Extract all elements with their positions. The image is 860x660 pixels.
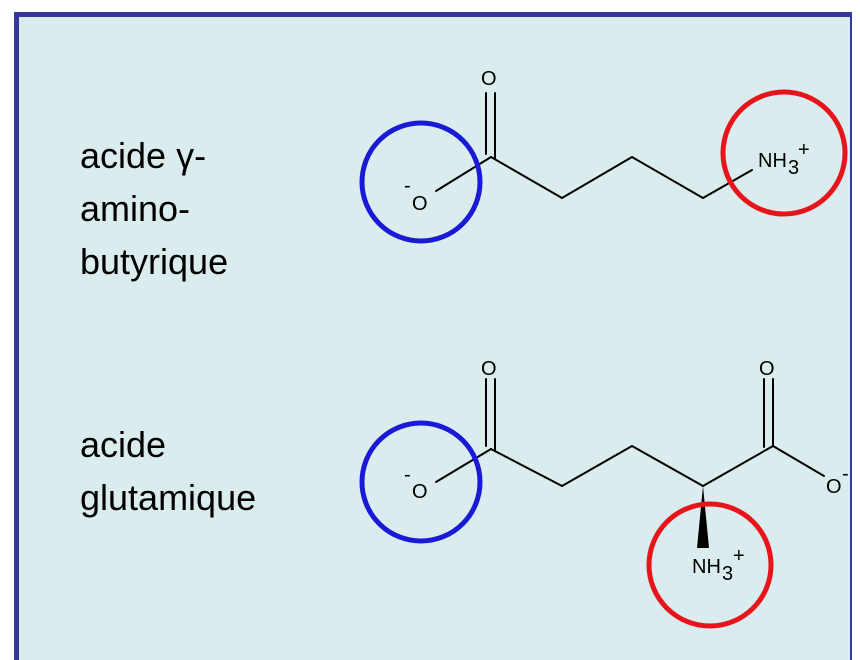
gaba-amine-highlight-circle <box>720 89 848 217</box>
glutamate-name-line-2: glutamique <box>80 477 257 518</box>
glutamate-bonds <box>435 378 825 487</box>
gaba-name-line-2: amino- <box>80 188 191 229</box>
glutamate-carboxylate-highlight-circle <box>359 420 483 544</box>
glutamate-carboxylate-right-oxygen: O <box>826 476 842 498</box>
glutamate-carbonyl-oxygen-right: O <box>759 358 775 380</box>
gaba-carboxylate-oxygen: O <box>412 193 428 215</box>
gaba-structure: O - O NH 3 + <box>359 68 848 244</box>
glutamate-name: acide glutamique <box>80 418 256 524</box>
gaba-carbonyl-oxygen: O <box>481 68 497 90</box>
glutamate-name-line-1: acide <box>80 424 167 465</box>
gaba-amine-nh: NH <box>758 150 787 172</box>
glutamate-amine-charge: + <box>733 545 745 567</box>
glutamate-amine-highlight-circle <box>646 501 774 629</box>
gaba-carboxylate-charge: - <box>404 175 411 197</box>
glutamate-carbonyl-oxygen-left: O <box>481 358 497 380</box>
gaba-amine-subscript: 3 <box>788 157 799 179</box>
gaba-name-line-1: acide γ- <box>80 135 207 176</box>
diagram-panel <box>14 12 852 660</box>
gaba-carboxylate-highlight-circle <box>359 120 483 244</box>
glutamate-carboxylate-left-oxygen: O <box>412 481 428 503</box>
glutamate-carboxylate-right-charge: - <box>842 463 849 485</box>
glutamate-structure: O O - O O - NH 3 + <box>359 358 849 629</box>
glutamate-amine-nh: NH <box>692 556 721 578</box>
glutamate-amine-subscript: 3 <box>722 563 733 585</box>
gaba-bonds <box>435 92 753 199</box>
glutamate-carboxylate-left-charge: - <box>404 464 411 486</box>
gaba-name: acide γ- amino- butyrique <box>80 129 228 288</box>
gaba-name-line-3: butyrique <box>80 241 229 282</box>
glutamate-wedge-bond <box>697 486 709 548</box>
gaba-amine-charge: + <box>798 139 810 161</box>
